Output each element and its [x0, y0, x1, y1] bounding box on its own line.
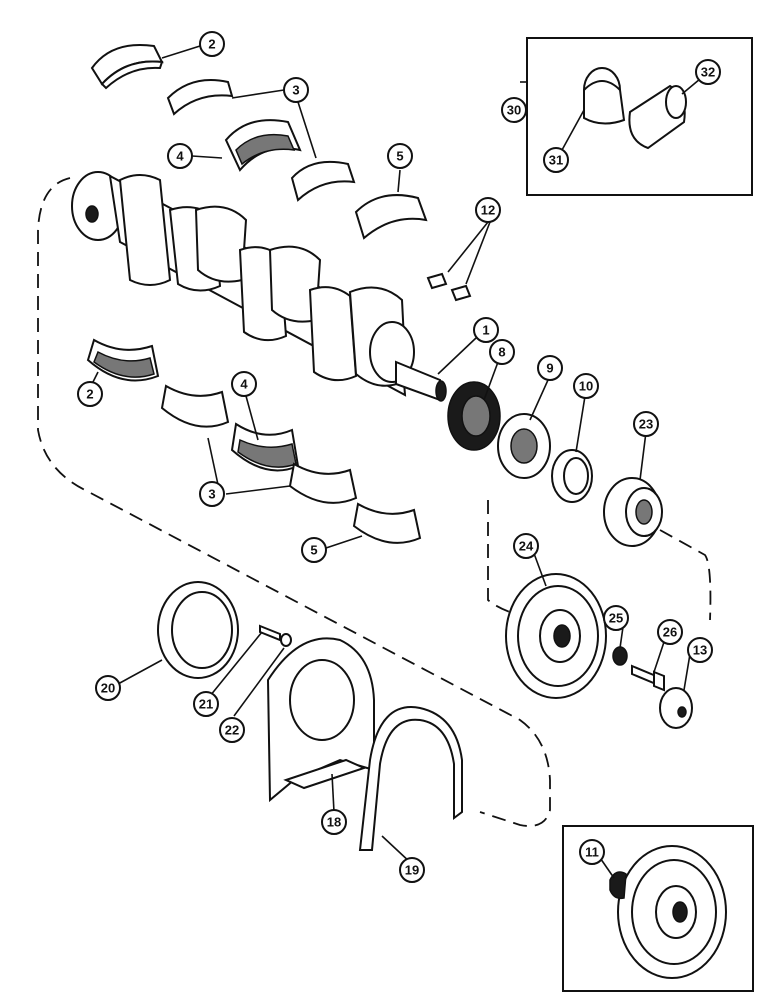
key-12-a: [426, 272, 448, 290]
gasket-19: [358, 706, 463, 851]
svg-text:3: 3: [208, 487, 215, 502]
damper-pulley-11: [609, 845, 727, 979]
callout-26: 26: [657, 619, 683, 645]
callout-25: 25: [603, 605, 629, 631]
svg-text:8: 8: [498, 345, 505, 360]
bearing-shell-2-upper: [90, 44, 164, 90]
callout-3-lower: 3: [199, 481, 225, 507]
bearing-shell-5-upper: [354, 194, 428, 240]
bearing-shell-4-lower: [230, 422, 300, 472]
svg-text:2: 2: [208, 37, 215, 52]
pulley-24: [505, 573, 607, 699]
svg-text:20: 20: [101, 681, 115, 696]
callout-1: 1: [473, 317, 499, 343]
svg-text:18: 18: [327, 815, 341, 830]
pulley-group-outline: [487, 500, 712, 621]
bearing-shell-3-upper-a: [166, 79, 234, 116]
svg-text:31: 31: [549, 153, 563, 168]
svg-text:23: 23: [639, 417, 653, 432]
svg-text:3: 3: [292, 83, 299, 98]
bearing-shell-4-upper: [224, 119, 302, 172]
bushing-31: [583, 67, 626, 125]
washer-25: [612, 646, 628, 666]
bearing-shell-3-lower-a: [160, 384, 230, 428]
callout-2-lower: 2: [77, 381, 103, 407]
crankshaft: [71, 171, 447, 402]
svg-text:1: 1: [482, 323, 489, 338]
svg-text:22: 22: [225, 723, 239, 738]
svg-text:32: 32: [701, 65, 715, 80]
callout-20: 20: [95, 675, 121, 701]
callout-11: 11: [579, 839, 605, 865]
washer-22: [280, 633, 292, 647]
svg-text:19: 19: [405, 863, 419, 878]
svg-text:24: 24: [519, 539, 534, 554]
svg-text:13: 13: [693, 643, 707, 658]
callout-3-upper: 3: [283, 77, 309, 103]
callout-13: 13: [687, 637, 713, 663]
callout-23: 23: [633, 411, 659, 437]
crank-gear-8: [447, 381, 501, 451]
callout-19: 19: [399, 857, 425, 883]
callout-24: 24: [513, 533, 539, 559]
bearing-shell-3-lower-b: [288, 462, 358, 504]
svg-text:25: 25: [609, 611, 623, 626]
slinger-10: [551, 449, 593, 503]
callout-5-upper: 5: [387, 143, 413, 169]
callout-32: 32: [695, 59, 721, 85]
svg-text:9: 9: [546, 361, 553, 376]
rear-seal-20: [157, 581, 239, 679]
spacer-9: [497, 413, 551, 479]
callout-9: 9: [537, 355, 563, 381]
svg-text:12: 12: [481, 203, 495, 218]
svg-text:30: 30: [507, 103, 521, 118]
svg-text:2: 2: [86, 387, 93, 402]
bearing-shell-2-lower: [86, 338, 160, 382]
callout-22: 22: [219, 717, 245, 743]
inset-box-bushings: [526, 37, 753, 196]
callout-4-upper: 4: [167, 143, 193, 169]
callout-12: 12: [475, 197, 501, 223]
leader-lines: [89, 45, 707, 879]
inset-box-damper: [562, 825, 754, 992]
svg-text:21: 21: [199, 697, 213, 712]
callout-10: 10: [573, 373, 599, 399]
bolt-21: [259, 624, 281, 642]
bolt-26: [631, 664, 665, 692]
svg-text:4: 4: [176, 149, 184, 164]
bearing-shell-5-lower: [352, 502, 422, 544]
hub-23: [603, 477, 663, 547]
svg-text:10: 10: [579, 379, 593, 394]
callout-8: 8: [489, 339, 515, 365]
callout-2-upper: 2: [199, 31, 225, 57]
callout-31: 31: [543, 147, 569, 173]
svg-text:11: 11: [585, 845, 599, 860]
callout-18: 18: [321, 809, 347, 835]
cap-13: [659, 687, 693, 729]
svg-text:5: 5: [310, 543, 317, 558]
callout-30: 30: [501, 97, 527, 123]
group-outline-dashed: [37, 177, 551, 827]
svg-text:26: 26: [663, 625, 677, 640]
callout-4-lower: 4: [231, 371, 257, 397]
callout-21: 21: [193, 691, 219, 717]
key-12-b: [450, 284, 472, 302]
svg-text:5: 5: [396, 149, 403, 164]
callout-5-lower: 5: [301, 537, 327, 563]
svg-text:4: 4: [240, 377, 248, 392]
bearing-shell-3-upper-b: [290, 160, 356, 202]
seal-retainer-18: [266, 637, 375, 803]
bushing-32: [628, 84, 687, 150]
